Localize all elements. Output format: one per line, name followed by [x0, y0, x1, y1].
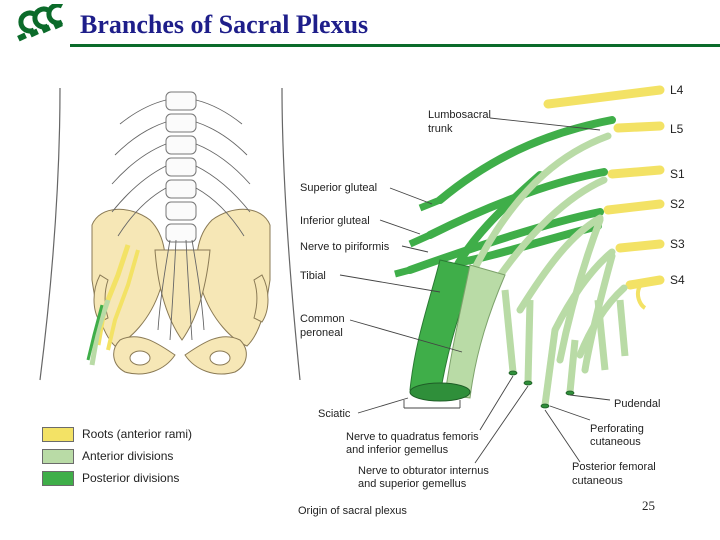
legend-swatch-roots [42, 426, 74, 442]
label-nerve-to-piriformis: Nerve to piriformis [300, 241, 390, 253]
label-pudendal: Pudendal [614, 398, 661, 410]
label-tibial: Tibial [300, 270, 326, 282]
sacral-plexus-figure: L4 L5 S1 S2 S3 S4 Lumbosacral trunk Supe… [39, 83, 685, 490]
slide-header: Branches of Sacral Plexus [0, 0, 720, 50]
label-posterior-femoral-cutaneous-2: cutaneous [572, 475, 623, 487]
root-label-s3: S3 [670, 237, 685, 251]
label-obturator-internus-2: and superior gemellus [358, 478, 467, 490]
legend-label-roots: Roots (anterior rami) [82, 427, 193, 441]
label-lumbosacral-trunk-1: Lumbosacral [428, 109, 491, 121]
legend-label-posterior: Posterior divisions [82, 471, 180, 485]
plexus-diagram [339, 85, 665, 464]
label-obturator-internus-1: Nerve to obturator internus [358, 465, 489, 477]
label-lumbosacral-trunk-2: trunk [428, 123, 453, 135]
label-superior-gluteal: Superior gluteal [300, 182, 377, 194]
figure-caption: Origin of sacral plexus [298, 505, 407, 517]
legend-swatch-anterior [42, 448, 74, 464]
legend-item-posterior: Posterior divisions [42, 470, 179, 486]
label-common-peroneal-1: Common [300, 313, 345, 325]
label-common-peroneal-2: peroneal [300, 327, 343, 339]
label-quadratus-femoris-2: and inferior gemellus [346, 444, 449, 456]
legend-label-anterior: Anterior divisions [82, 449, 174, 463]
legend-swatch-posterior [42, 470, 74, 486]
logo-icon [17, 4, 64, 42]
page-number: 25 [642, 498, 655, 513]
root-label-s1: S1 [670, 167, 685, 181]
title-rule [70, 44, 720, 47]
label-perforating-cutaneous-2: cutaneous [590, 436, 641, 448]
legend-item-anterior: Anterior divisions [42, 448, 173, 464]
slide-title: Branches of Sacral Plexus [80, 10, 369, 39]
root-label-s2: S2 [670, 197, 685, 211]
pelvis-illustration [39, 87, 301, 381]
label-sciatic: Sciatic [318, 408, 351, 420]
label-perforating-cutaneous-1: Perforating [590, 423, 644, 435]
label-posterior-femoral-cutaneous-1: Posterior femoral [572, 461, 656, 473]
label-inferior-gluteal: Inferior gluteal [300, 215, 370, 227]
root-label-l5: L5 [670, 122, 684, 136]
label-quadratus-femoris-1: Nerve to quadratus femoris [346, 431, 479, 443]
root-label-l4: L4 [670, 83, 684, 97]
root-label-s4: S4 [670, 273, 685, 287]
legend-item-roots: Roots (anterior rami) [42, 426, 192, 442]
